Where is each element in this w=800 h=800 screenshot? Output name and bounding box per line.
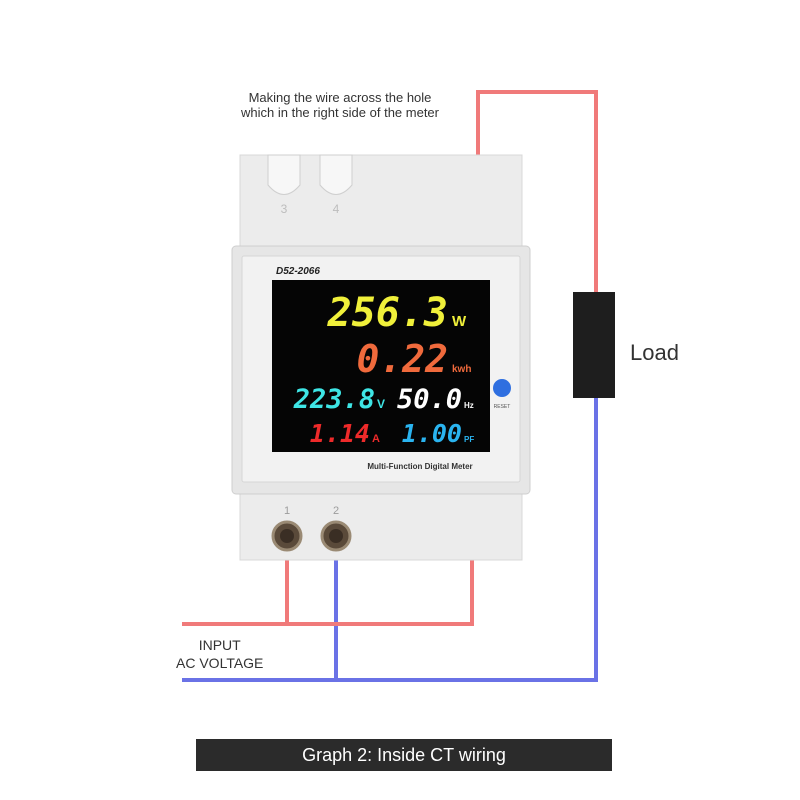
instruction-note-line1: Making the wire across the hole	[248, 90, 432, 105]
current-unit: A	[372, 433, 380, 445]
terminal-number-2: 2	[333, 505, 339, 517]
terminal-number-1: 1	[284, 505, 290, 517]
instruction-note-line2: which in the right side of the meter	[241, 105, 439, 120]
reset-button	[493, 379, 511, 397]
live-wire-terminal-1	[182, 560, 289, 626]
frequency-unit: Hz	[464, 401, 474, 410]
terminal-hole-4	[319, 154, 353, 195]
din-meter	[231, 154, 531, 561]
input-voltage-label: INPUT AC VOLTAGE	[176, 636, 263, 672]
frequency-reading: 50.0	[397, 384, 462, 415]
voltage-unit: V	[377, 397, 385, 411]
figure-caption: Graph 2: Inside CT wiring	[196, 739, 612, 771]
voltage-reading: 223.8	[293, 384, 375, 415]
energy-unit: kwh	[452, 364, 471, 375]
instruction-note: Making the wire across the hole which in…	[200, 90, 480, 120]
power-reading: 256.3	[327, 290, 448, 336]
neutral-wire-return	[182, 398, 598, 682]
load-block	[573, 292, 615, 398]
live-wire-input	[287, 560, 474, 626]
pf-reading: 1.00	[402, 419, 462, 448]
meter-model: D52-2066	[276, 266, 320, 277]
terminal-hole-3	[267, 154, 301, 195]
energy-reading: 0.22	[356, 337, 448, 381]
lcd-screen	[272, 280, 490, 452]
terminal-number-4: 4	[333, 202, 340, 216]
current-reading: 1.14	[310, 419, 370, 448]
load-label: Load	[630, 340, 679, 365]
live-wire-top	[476, 90, 598, 292]
input-label-line1: INPUT	[198, 637, 241, 653]
terminal-number-3: 3	[281, 202, 288, 216]
power-unit: W	[452, 313, 467, 330]
input-label-line2: AC VOLTAGE	[176, 655, 264, 671]
reset-label: RESET	[494, 404, 511, 410]
meter-subtitle: Multi-Function Digital Meter	[367, 462, 472, 471]
pf-unit: PF	[464, 435, 474, 444]
